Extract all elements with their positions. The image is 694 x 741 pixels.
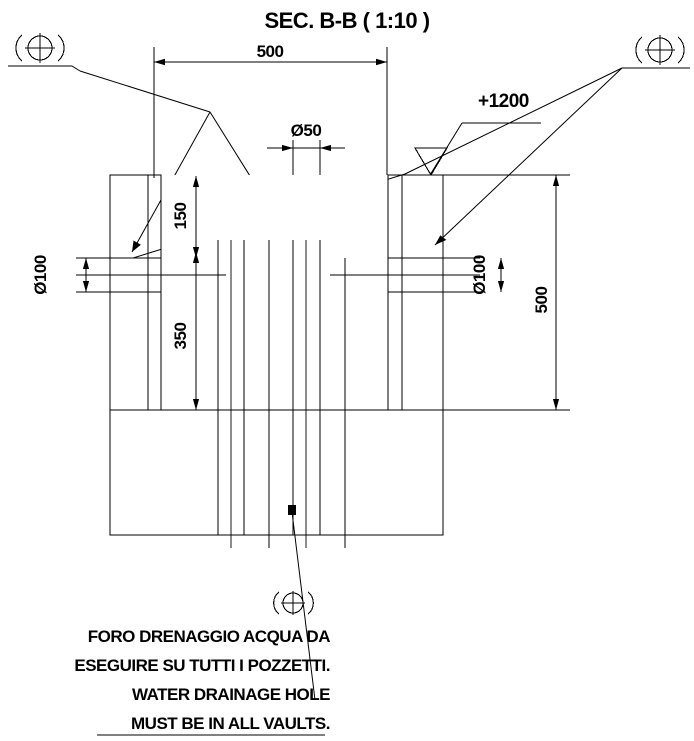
dimension-left-pipe-diameter: Ø100	[31, 255, 90, 295]
dimension-inner-upper: 150	[171, 176, 200, 258]
note-line-2: ESEGUIRE SU TUTTI I POZZETTI.	[74, 656, 330, 675]
elevation-callout: +1200	[414, 91, 541, 177]
marker-bottom-drainage[interactable]	[273, 505, 316, 701]
right-pipe-penetration	[330, 257, 480, 293]
section-reference-circle-icon	[15, 33, 65, 63]
dimension-label-left-pipe: Ø100	[31, 255, 50, 295]
dimension-inner-lower: 350	[171, 252, 200, 410]
inner-pipe-left	[217, 240, 245, 548]
section-reference-circle-icon	[635, 35, 685, 65]
drainage-hole-mark	[288, 505, 296, 515]
elevation-label: +1200	[478, 91, 529, 112]
inner-pipe-right-drainage	[268, 240, 346, 548]
dimension-right-height: 500	[443, 174, 570, 411]
dimension-right-pipe-diameter: Ø100	[470, 255, 505, 295]
note-line-1: FORO DRENAGGIO ACQUA DA	[88, 627, 330, 646]
note-line-4: MUST BE IN ALL VAULTS.	[131, 714, 330, 733]
page-title: SEC. B-B ( 1:10 )	[264, 8, 429, 33]
dimension-label-inner-upper: 150	[171, 203, 190, 230]
dimension-label-inner-lower: 350	[171, 323, 190, 350]
dimension-label-top-width: 500	[257, 42, 284, 61]
note-line-3: WATER DRAINAGE HOLE	[132, 685, 330, 704]
dimension-label-right-height: 500	[532, 287, 551, 314]
dimension-label-bore: Ø50	[291, 121, 322, 140]
section-reference-circle-icon	[273, 591, 314, 615]
note-block: FORO DRENAGGIO ACQUA DA ESEGUIRE SU TUTT…	[74, 627, 331, 736]
base-slab	[109, 409, 444, 536]
dimension-label-right-pipe: Ø100	[470, 255, 489, 295]
dimension-top-width: 500	[153, 42, 388, 178]
left-pipe-penetration	[76, 257, 226, 293]
level-triangle-icon	[414, 147, 448, 177]
